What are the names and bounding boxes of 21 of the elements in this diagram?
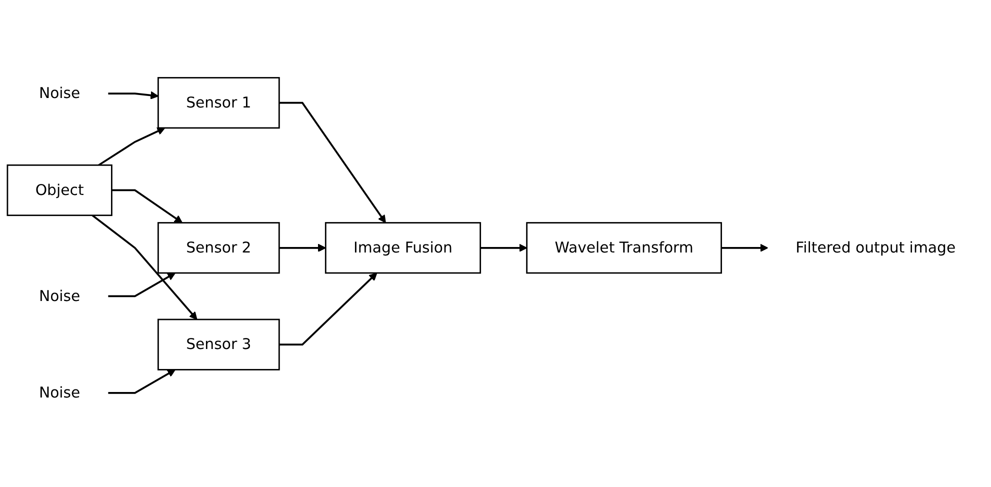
arrow [98, 128, 166, 166]
arrow [480, 244, 528, 252]
arrow [279, 244, 326, 252]
node-box: Sensor 1 [157, 77, 280, 129]
arrow [721, 244, 768, 252]
node-box: Image Fusion [324, 222, 482, 274]
arrow [92, 214, 198, 320]
node-box: Object [6, 164, 112, 216]
node-box: Sensor 2 [157, 222, 280, 274]
arrow [108, 92, 159, 100]
node-text: Filtered output image [796, 238, 956, 257]
arrow [279, 272, 378, 346]
node-box: Wavelet Transform [526, 222, 722, 274]
node-text: Noise [38, 84, 80, 102]
node-text: Noise [38, 384, 80, 402]
node-text: Noise [38, 287, 80, 305]
arrow [108, 272, 176, 298]
arrow [112, 190, 183, 224]
node-box: Sensor 3 [157, 319, 280, 371]
arrow [279, 102, 386, 224]
arrow [108, 370, 176, 394]
